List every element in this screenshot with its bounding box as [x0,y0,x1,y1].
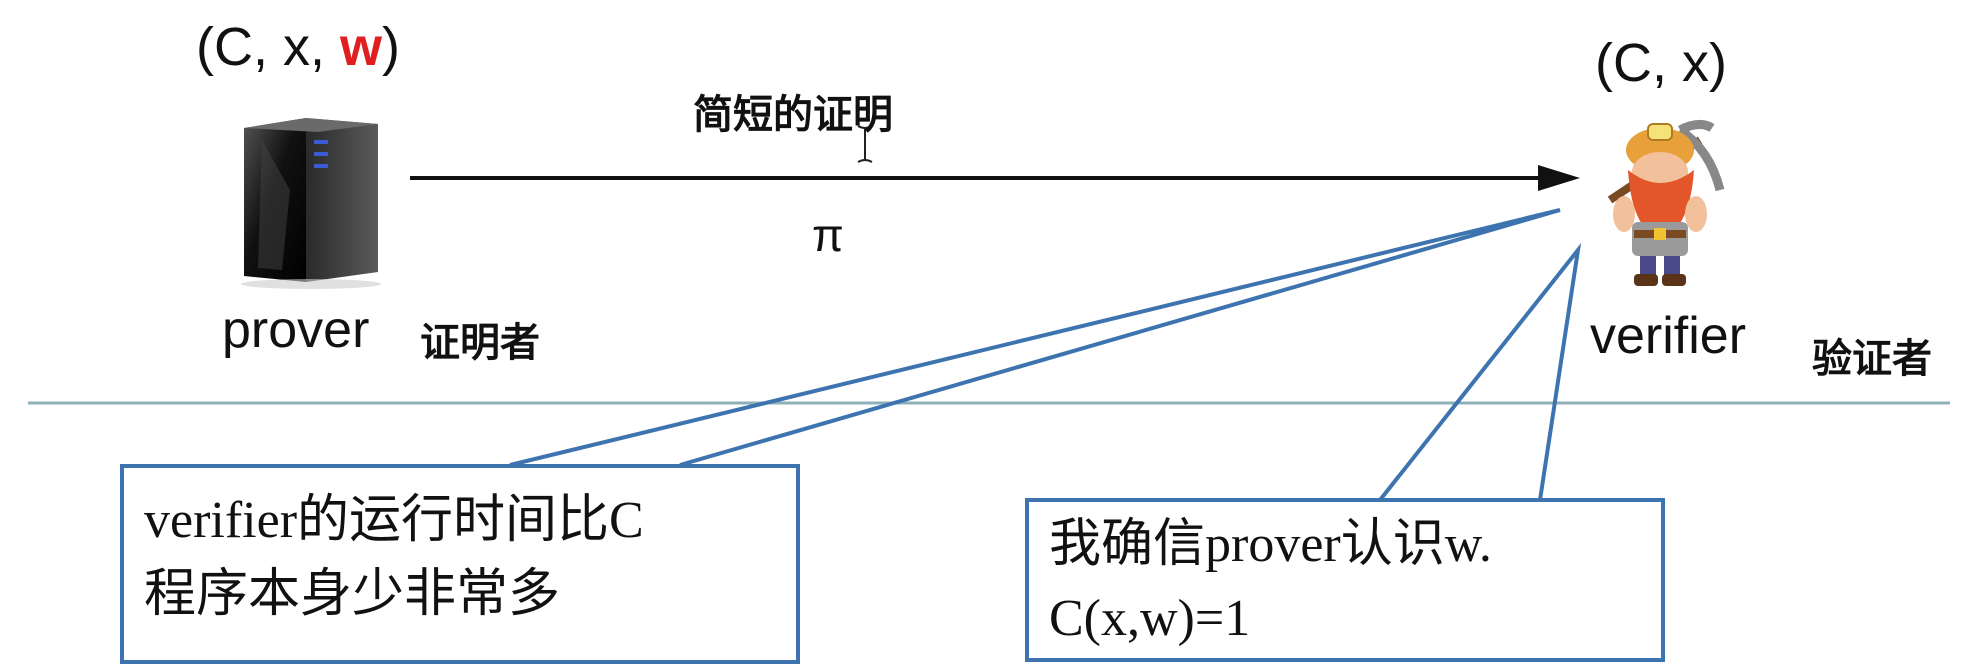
witness-w: w [340,17,383,77]
prover-label: prover [222,301,370,359]
callout-left-pointer [509,208,1561,467]
callout-right-pointer [1378,242,1582,502]
server-tower-icon [241,118,381,289]
prover-tuple-prefix: (C, x, [196,17,340,77]
verifier-label: verifier [1590,307,1747,365]
callout-left-line1: verifier的运行时间比C [144,492,644,549]
verifier-tuple: (C, x) [1595,33,1727,93]
verifier-label-cn: 验证者 [1812,336,1932,382]
prover-tuple-suffix: ) [382,17,400,77]
dwarf-miner-icon [1607,120,1725,286]
prover-label-cn: 证明者 [420,320,540,366]
callout-right-line1: 我确信prover认识w. [1049,516,1492,573]
text-cursor-icon [857,125,873,163]
callout-right-line2: C(x,w)=1 [1049,590,1251,647]
callout-left-line2: 程序本身少非常多 [144,566,561,623]
callout-right-box: 我确信prover认识w. C(x,w)=1 [1025,498,1665,662]
arrow-caption-top: 简短的证明 [693,92,893,138]
arrow-caption-pi: π [812,209,844,261]
prover-tuple: (C, x, w) [196,16,400,78]
callout-left-box: verifier的运行时间比C 程序本身少非常多 [120,464,800,664]
proof-arrow [410,165,1580,191]
